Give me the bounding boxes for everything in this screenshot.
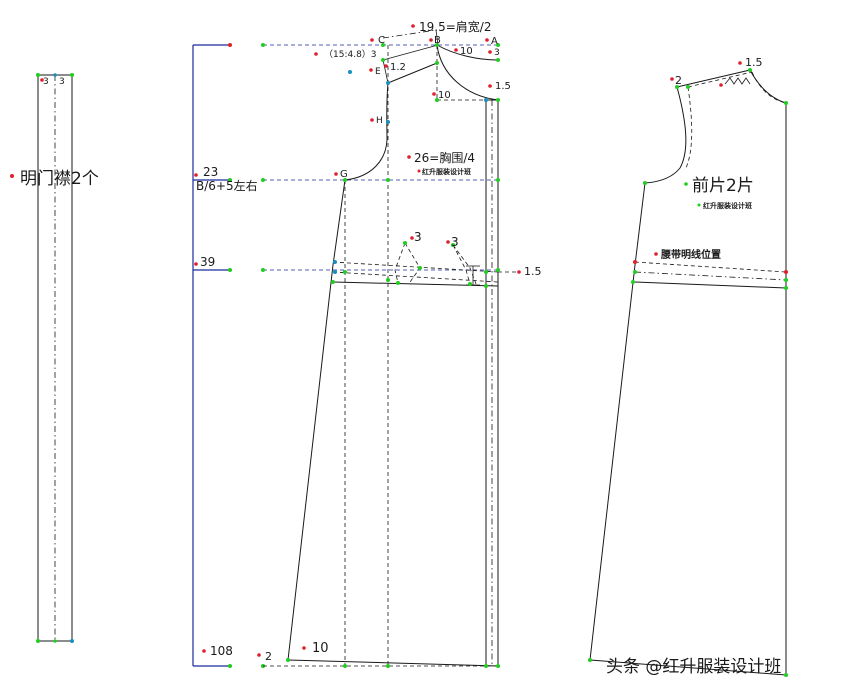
- length-label: 108: [210, 644, 233, 658]
- front-hem: [589, 659, 787, 676]
- armhole-curve: [344, 82, 389, 181]
- point-b: B: [434, 35, 441, 46]
- chest-width-label: 26=胸围/4: [414, 150, 475, 165]
- belt-position-label: 腰带明线位置: [660, 248, 721, 261]
- placket-piece: 3 3 明门襟2个: [10, 73, 99, 643]
- front-neck-depth-label: 10: [438, 90, 451, 101]
- back-neck-drop-label: 1.5: [495, 81, 511, 92]
- front-piece-label: 前片2片: [692, 176, 754, 196]
- waist-shift-label: 1.5: [524, 265, 542, 278]
- shoulder-line: [387, 62, 438, 84]
- front-shoulder: [676, 69, 751, 88]
- placket-width-right: 3: [59, 77, 65, 87]
- belt-line-top: [634, 261, 787, 273]
- point-c: C: [378, 35, 385, 46]
- neck-depth-label: 3: [494, 48, 500, 58]
- placket-width-left: 3: [43, 77, 49, 87]
- neckline-curve: [436, 44, 499, 101]
- draft-watermark: 红升服装设计班: [422, 167, 471, 176]
- neck-width-label: 10: [460, 46, 473, 57]
- side-seam: [287, 179, 346, 661]
- footer-credit: 头条 @红升服装设计班: [606, 657, 781, 677]
- dart-right-label: 3: [451, 235, 459, 249]
- dart-left: [394, 242, 406, 284]
- shoulder-extension-label: 1.2: [390, 62, 406, 73]
- hem-rise-label: 2: [265, 650, 272, 663]
- front-armhole: [644, 86, 687, 184]
- shoulder-slope-label: （15:4.8）3: [324, 49, 377, 60]
- point-h: H: [376, 116, 383, 126]
- front-side-seam: [589, 182, 646, 661]
- front-watermark: 红升服装设计班: [703, 201, 752, 210]
- hem-line: [287, 659, 499, 667]
- chest-depth-formula: B/6+5左右: [196, 178, 258, 193]
- dart-left-label: 3: [414, 230, 422, 244]
- point-e: E: [375, 67, 381, 77]
- placket-label: 明门襟2个: [20, 169, 99, 189]
- draft-piece: 23 B/6+5左右 39 108: [192, 19, 542, 668]
- front-shoulder-label: 2: [675, 74, 682, 87]
- front-neckline: [749, 69, 787, 104]
- point-a: A: [491, 36, 498, 47]
- hem-flare-label: 10: [312, 641, 329, 656]
- dart-right: [452, 244, 471, 285]
- front-piece: 1.5 2 前片2片 红升服装设计班 腰带明线位置: [588, 56, 788, 677]
- chest-depth-value: 23: [203, 165, 218, 179]
- waist-depth-label: 39: [200, 255, 215, 269]
- front-ease-label: 1.5: [745, 56, 763, 69]
- shoulder-width-label: 19.5=肩宽/2: [419, 19, 491, 34]
- point-g: G: [340, 169, 348, 180]
